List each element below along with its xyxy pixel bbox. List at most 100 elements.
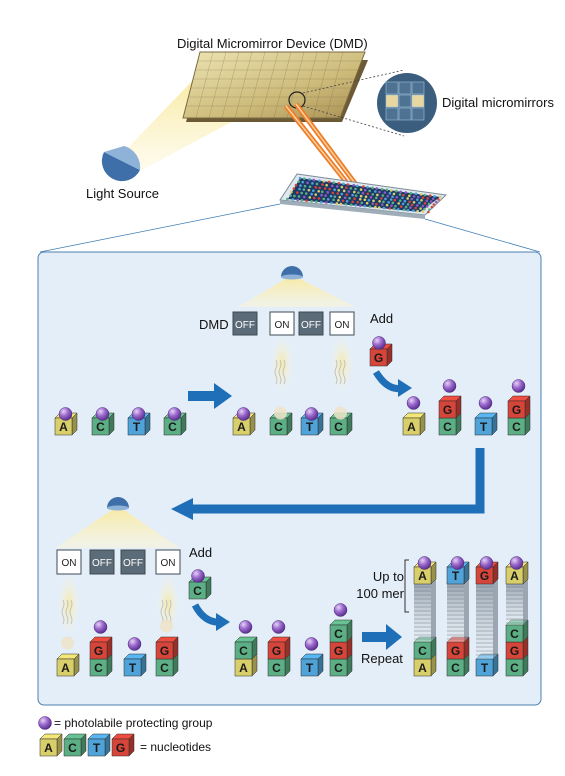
array-spot — [345, 199, 349, 203]
array-spot — [402, 208, 406, 212]
array-spot — [406, 203, 410, 206]
array-spot — [286, 197, 289, 201]
array-spot — [395, 189, 398, 193]
array-spot — [361, 191, 365, 195]
add-label: Add — [189, 545, 212, 560]
nucleotide-letter: C — [160, 661, 169, 675]
array-spot — [342, 189, 346, 193]
protecting-group — [93, 620, 108, 634]
mer-label: 100 mer — [356, 586, 404, 601]
nucleotide-letter: C — [451, 661, 460, 675]
array-spot — [358, 197, 362, 201]
nucleotide-letter: G — [510, 644, 519, 658]
light-source-label: Light Source — [86, 186, 159, 201]
array-spot — [340, 192, 344, 196]
array-spot — [354, 194, 358, 197]
nucleotide-letter: A — [407, 420, 416, 434]
array-spot — [349, 203, 353, 207]
nucleotide-letter: T — [129, 661, 137, 675]
array-spot — [399, 190, 403, 194]
array-spot — [340, 185, 344, 189]
array-spot — [406, 197, 409, 200]
mirror-on: ON — [329, 311, 355, 393]
array-spot — [431, 197, 435, 201]
nucleotide-letter: C — [168, 420, 177, 434]
array-spot — [409, 191, 413, 195]
lamp-icon — [107, 497, 129, 508]
array-spot — [325, 201, 328, 204]
array-spot — [419, 193, 423, 196]
array-spot — [348, 196, 351, 200]
nucleotide-letter: G — [480, 569, 489, 583]
deprotected-site — [61, 636, 74, 650]
mirror-state-label: ON — [62, 558, 77, 569]
nucleotide-letter: C — [274, 420, 283, 434]
nucleotide-letter: C — [334, 627, 343, 641]
protecting-group — [236, 407, 251, 421]
mirror-off: OFF — [298, 311, 324, 336]
array-spot — [375, 187, 379, 190]
array-spot — [297, 180, 300, 183]
protecting-group — [333, 603, 348, 617]
array-spot — [367, 198, 371, 202]
array-spot — [385, 188, 389, 192]
nucleotide-letter: G — [443, 403, 452, 417]
protecting-group — [509, 556, 524, 570]
nucleotide-letter: C — [193, 584, 202, 598]
array-spot — [394, 204, 397, 208]
array-spot — [298, 176, 302, 180]
protecting-group — [271, 620, 286, 634]
array-spot — [308, 196, 312, 199]
legend-nucleotide-cube: T — [87, 733, 111, 757]
array-spot — [330, 201, 333, 205]
protecting-group — [304, 407, 319, 421]
nucleotide-letter: G — [374, 351, 383, 365]
add-label: Add — [370, 311, 393, 326]
array-spot — [403, 199, 407, 203]
array-spot — [289, 194, 292, 197]
nucleotide-letter: G — [160, 644, 169, 658]
array-spot — [359, 204, 362, 208]
nucleotide-letter: A — [59, 420, 68, 434]
array-spot — [345, 193, 349, 196]
nucleotide-letter: A — [418, 661, 427, 675]
array-spot — [368, 189, 371, 193]
array-spot — [322, 197, 326, 201]
array-spot — [437, 198, 440, 201]
nucleotide-cube: T — [123, 653, 147, 677]
array-spot — [296, 191, 299, 194]
array-spot — [305, 199, 308, 203]
deprotected-site — [334, 406, 347, 420]
protecting-group — [511, 379, 526, 393]
light-source-icon — [101, 146, 141, 182]
array-spot — [352, 190, 356, 194]
array-spot — [302, 188, 306, 191]
array-spot — [398, 193, 402, 196]
nucleotide-letter: C — [94, 661, 103, 675]
array-spot — [374, 190, 377, 193]
array-spot — [398, 199, 402, 202]
array-spot — [317, 197, 321, 200]
nucleotide-cube: T — [474, 412, 498, 436]
nucleotide-letter: G — [272, 644, 281, 658]
array-spot — [371, 186, 374, 190]
array-spot — [318, 179, 321, 182]
array-spot — [332, 181, 336, 184]
array-spot — [343, 196, 347, 199]
array-spot — [337, 188, 341, 192]
array-spot — [300, 191, 304, 195]
array-spot — [393, 198, 397, 202]
array-spot — [387, 201, 390, 204]
array-spot — [364, 195, 368, 199]
array-spot — [427, 210, 430, 214]
array-spot — [312, 189, 315, 193]
legend-nucleotides-text: = nucleotides — [140, 740, 212, 754]
array-spot — [337, 199, 340, 202]
nucleotide-letter: C — [96, 420, 105, 434]
oligo-stack — [476, 579, 498, 659]
mirror-state-label: OFF — [301, 320, 321, 331]
protecting-group — [167, 407, 182, 421]
array-spot — [410, 203, 414, 207]
array-spot — [427, 202, 431, 206]
nucleotide-letter: C — [334, 661, 343, 675]
